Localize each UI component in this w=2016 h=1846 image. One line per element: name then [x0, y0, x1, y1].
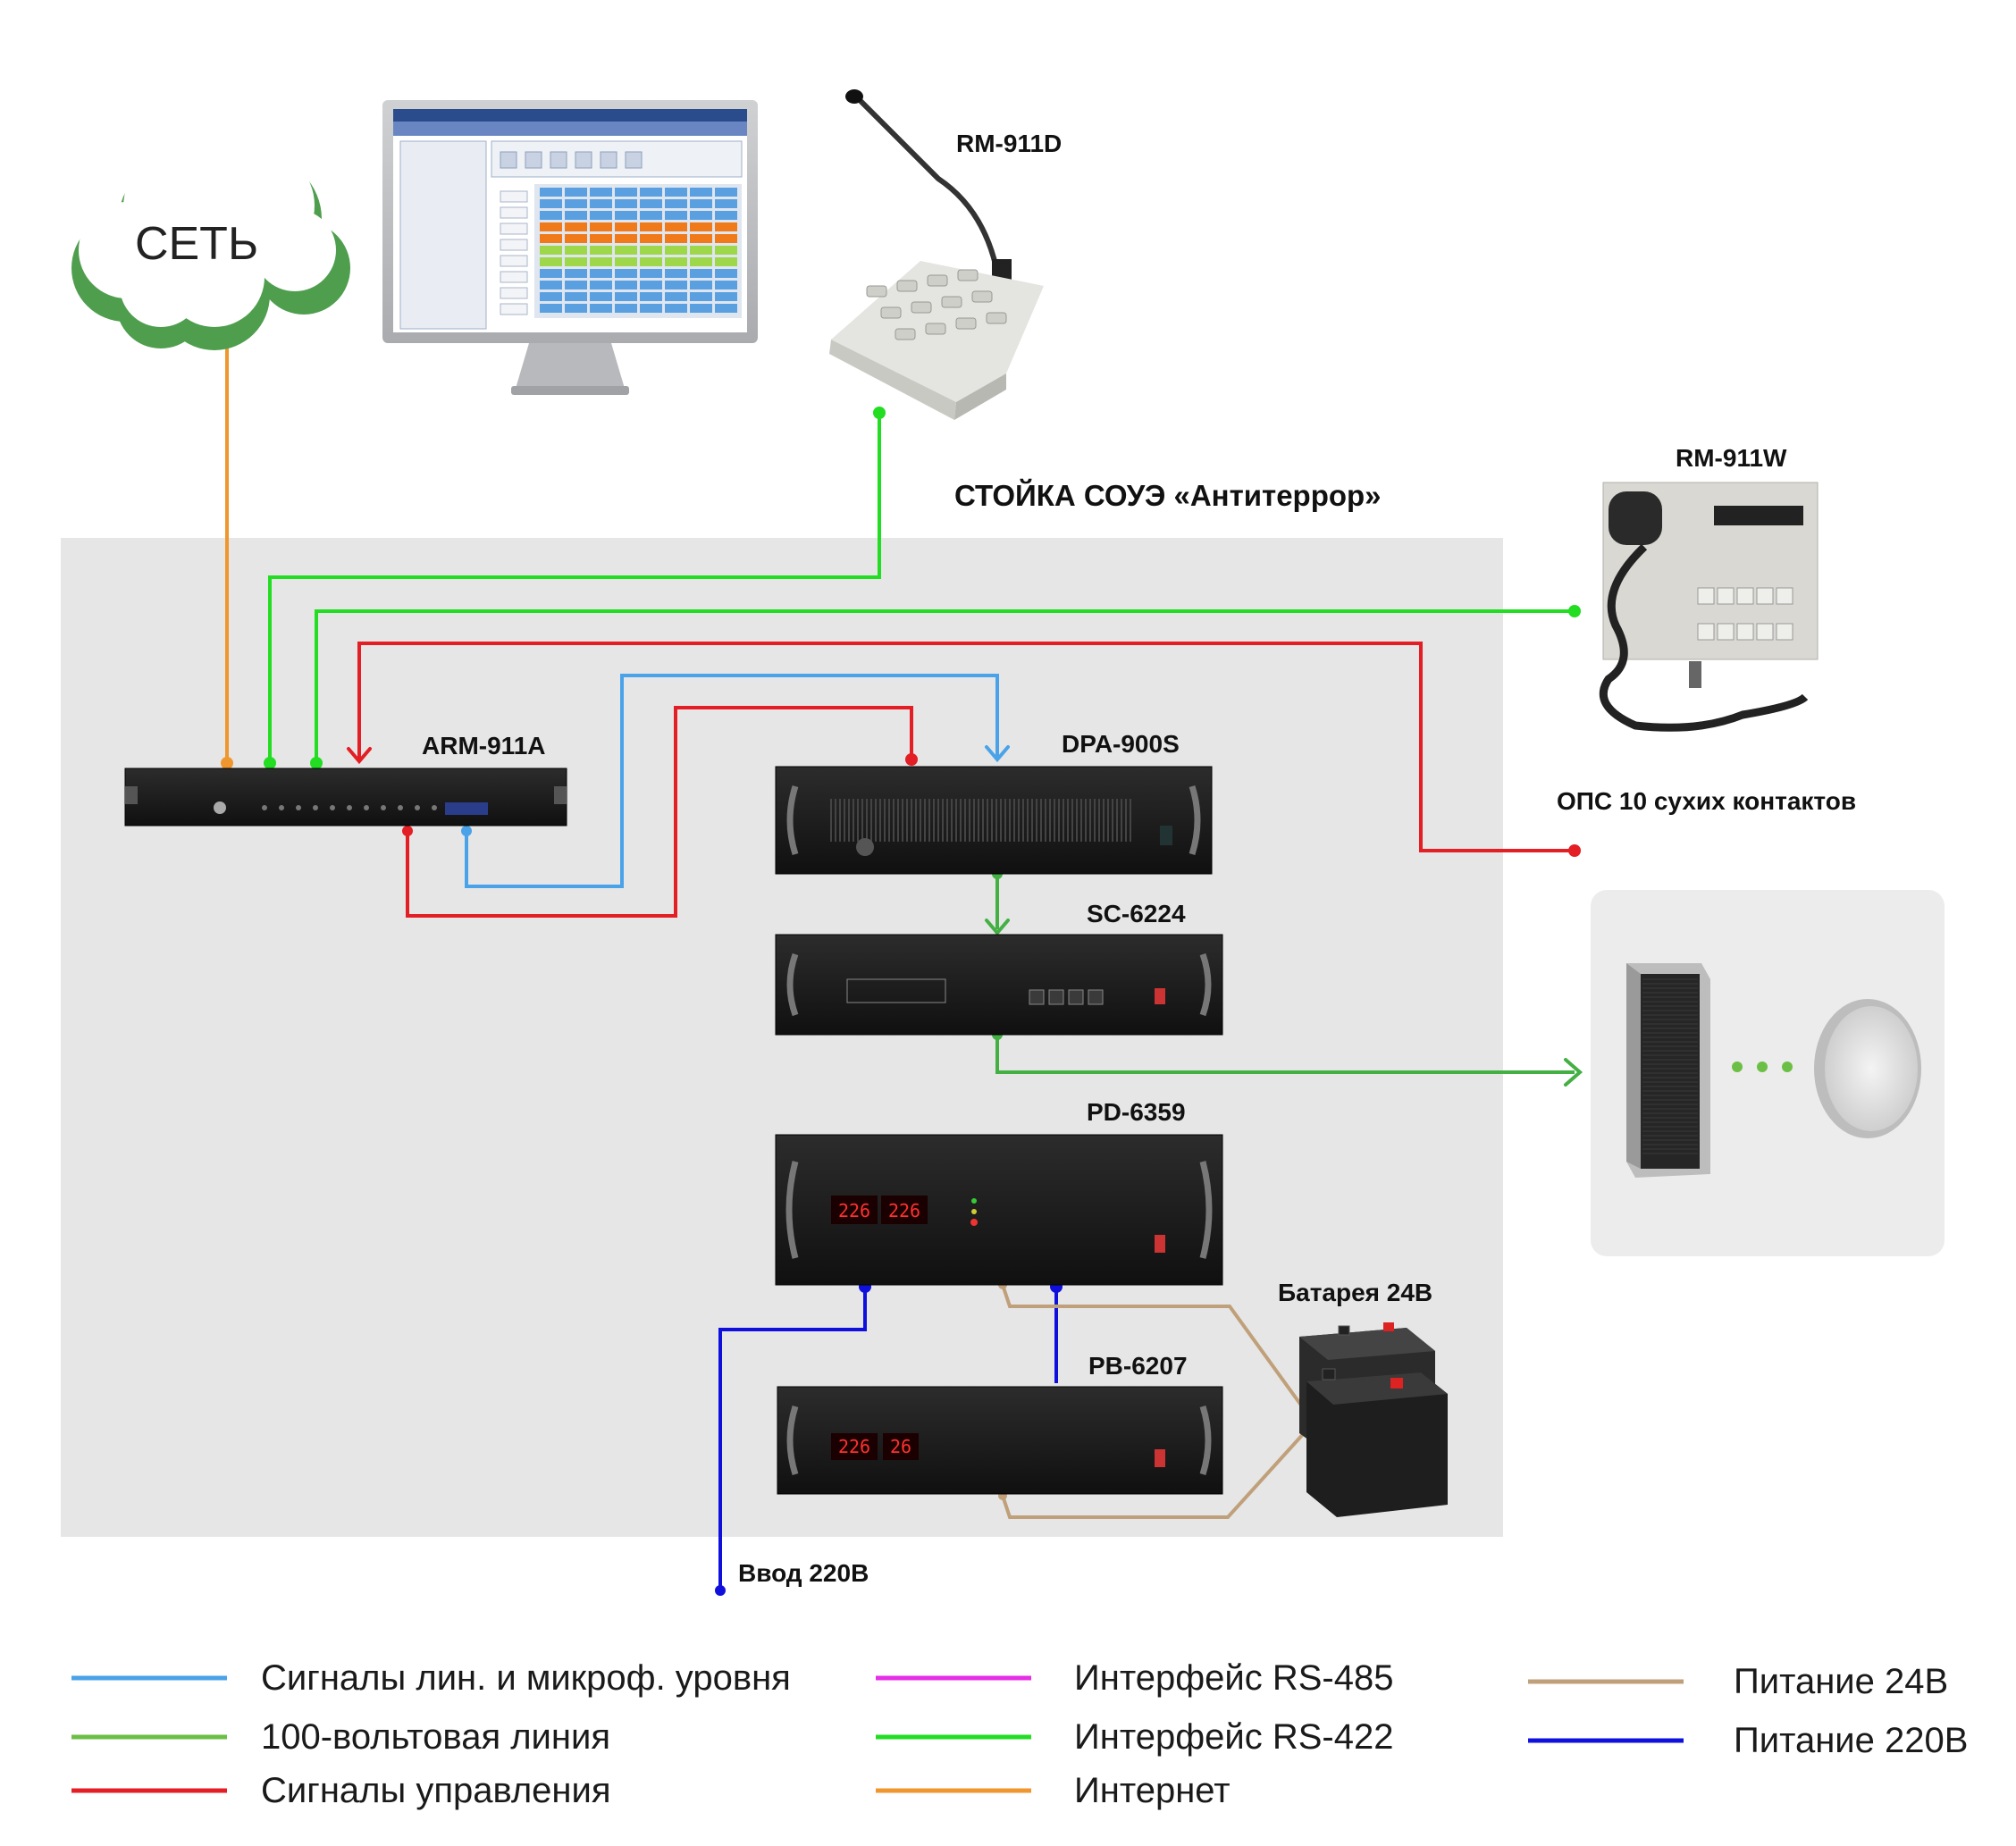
arm911a-device: ARM-911A: [124, 732, 567, 827]
line-220v-input: [718, 1287, 867, 1590]
dpa900s-vents: [830, 799, 1131, 842]
legend-label: Интерфейс RS-485: [1074, 1658, 1393, 1698]
legend-label: Интернет: [1074, 1771, 1231, 1810]
ops-label: ОПС 10 сухих контактов: [1557, 787, 1856, 815]
line-control-ops: [357, 642, 1575, 852]
arm911a-label: ARM-911A: [422, 732, 545, 759]
pb6207-display-right: 26: [890, 1436, 911, 1457]
column-speaker-icon: [1626, 963, 1710, 1178]
ceiling-speaker-icon: [1814, 999, 1921, 1138]
cloud-icon: СЕТЬ: [71, 143, 350, 350]
dpa900s-device: DPA-900S: [775, 730, 1213, 875]
pb6207-label: PB-6207: [1088, 1352, 1188, 1380]
line-24v-pb-battery: [1001, 1421, 1315, 1519]
rm911d-label: RM-911D: [956, 130, 1062, 157]
sc6224-buttons: [1029, 989, 1104, 1005]
rm911w-label: RM-911W: [1676, 444, 1787, 472]
legend-label: Питание 220В: [1734, 1721, 1968, 1760]
pd6359-display-right: 226: [888, 1200, 920, 1221]
line-100v-speakers: [995, 1035, 1575, 1074]
speaker-dots: [1732, 1061, 1793, 1072]
column-speaker-grille: [1642, 978, 1698, 1154]
input220-label: Ввод 220В: [738, 1559, 869, 1587]
line-rs422-rm911d: [268, 413, 881, 763]
battery-icon: Батарея 24В: [1278, 1279, 1448, 1517]
arrows: [347, 745, 1583, 1087]
legend-label: Сигналы управления: [261, 1771, 611, 1810]
pd6359-display-left: 226: [838, 1200, 870, 1221]
rack-title: СТОЙКА СОУЭ «Антитеррор»: [954, 478, 1382, 512]
line-control-arm-dpa: [406, 706, 913, 918]
pb6207-device: 226 26 PB-6207: [777, 1352, 1223, 1495]
line-24v-pd-battery: [1001, 1284, 1315, 1424]
legend-label: Интерфейс RS-422: [1074, 1717, 1393, 1757]
rm911d-icon: RM-911D: [829, 89, 1062, 420]
legend-label: 100-вольтовая линия: [261, 1717, 610, 1757]
pb6207-display-left: 226: [838, 1436, 870, 1457]
rm911w-buttons: [1697, 587, 1793, 641]
battery-label: Батарея 24В: [1278, 1279, 1432, 1306]
dpa900s-label: DPA-900S: [1062, 730, 1180, 758]
line-signal-arm-dpa: [465, 674, 999, 888]
legend: Сигналы лин. и микроф. уровня 100-вольтов…: [71, 1658, 1968, 1810]
sc6224-device: SC-6224: [775, 900, 1223, 1036]
cloud-label: СЕТЬ: [135, 218, 258, 270]
legend-label: Питание 24В: [1734, 1662, 1948, 1701]
pd6359-device: 226 226 PD-6359: [775, 1098, 1223, 1286]
rack-background: [61, 538, 1503, 1537]
connections: [225, 318, 1575, 1590]
pd6359-label: PD-6359: [1087, 1098, 1186, 1126]
legend-label: Сигналы лин. и микроф. уровня: [261, 1658, 791, 1698]
monitor-grid: [500, 151, 737, 315]
monitor-icon: [382, 100, 758, 395]
line-rs422-rm911w: [315, 609, 1575, 763]
sc6224-label: SC-6224: [1087, 900, 1186, 927]
rm911d-buttons: [866, 269, 1007, 340]
rm911w-icon: RM-911W: [1599, 444, 1819, 732]
